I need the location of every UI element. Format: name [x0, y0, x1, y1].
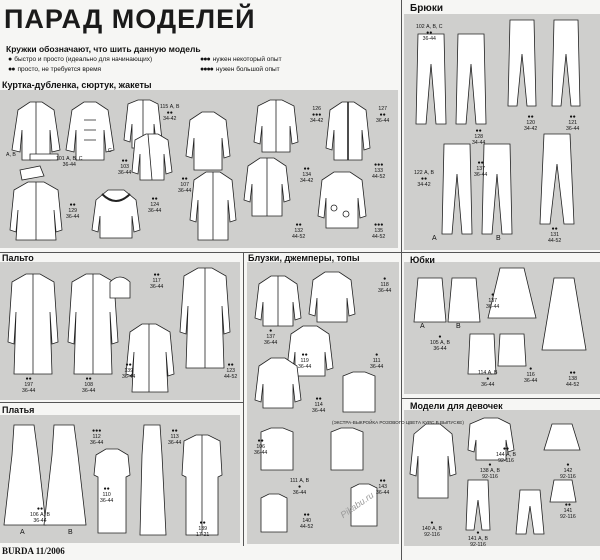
jackets-sketches [9, 99, 371, 241]
model-label: В [496, 235, 501, 242]
row-divider [401, 398, 600, 399]
model-label: ●● 117 36-44 [150, 272, 164, 290]
model-label: ●● 124 36-44 [148, 196, 162, 214]
dresses-sketches [3, 424, 223, 536]
model-label: ●● 129 36-44 [66, 202, 80, 220]
model-label: ●● 114 36-44 [312, 396, 326, 414]
skirts-sketches [413, 267, 587, 375]
blouses-sketches [254, 271, 378, 533]
section-title-dresses: Платья [2, 405, 35, 415]
model-label: ●● 113 36-44 [168, 428, 182, 446]
difficulty-dots-icon: ●● [8, 66, 16, 73]
legend-item-2: ●● просто, не требуется время [8, 66, 101, 73]
model-label: ●● 139 17-21 [196, 520, 210, 538]
model-label: ● 138 А, В 92-116 [480, 462, 500, 480]
legend-item-1: ● быстро и просто (идеально для начинающ… [8, 56, 152, 63]
model-label: ●● 128 34-44 [472, 128, 486, 146]
trousers-sketches [415, 19, 581, 235]
model-label: В [456, 323, 461, 330]
model-label: ● 141 А, В 92-116 [468, 530, 488, 548]
coats-sketches [7, 267, 231, 393]
difficulty-dots-icon: ●●●● [200, 66, 214, 73]
row-divider [0, 252, 401, 253]
model-label: А, В [6, 152, 16, 158]
model-label: ●● 138 44-52 [566, 370, 580, 388]
model-label: ● 111 36-44 [370, 352, 384, 370]
model-label: ●● 141 92-116 [560, 502, 576, 520]
model-label: ● 142 92-116 [560, 462, 576, 480]
model-label: В [68, 529, 73, 536]
model-label: 102 А, В, С ●● 36-44 [416, 24, 443, 42]
page-title: ПАРАД МОДЕЛЕЙ [4, 4, 256, 34]
difficulty-dots-icon: ● [8, 56, 12, 63]
legend-text: быстро и просто (идеально для начинающих… [14, 56, 153, 63]
pattern-note: (ЭКСТРА-ВЫКРОЙКА РОЗОВОГО ЦВЕТА КУРС В В… [332, 420, 464, 425]
model-label: ●● 107 36-44 [178, 176, 192, 194]
girls-sketches [409, 417, 581, 535]
model-label: ● 137 36-44 [486, 292, 500, 310]
model-label: ●● 106 А, В 36-44 [30, 506, 50, 524]
column-divider [401, 0, 402, 560]
model-label: ● 118 36-44 [378, 276, 392, 294]
legend-item-4: ●●●● нужен большой опыт [200, 66, 280, 73]
legend-heading: Кружки обозначают, что шить данную модел… [6, 44, 201, 54]
model-label: ●● 139 36-44 [122, 362, 136, 380]
model-label: ●● 120 34-42 [524, 114, 538, 132]
model-label: А [432, 235, 437, 242]
model-label: ●● 143 36-44 [376, 478, 390, 496]
section-title-girls: Модели для девочек [410, 401, 503, 411]
model-label: ●● 144 А, В 92-116 [496, 446, 516, 464]
model-label: ● 137 36-44 [264, 328, 278, 346]
model-label: 122 А, В ●● 34-42 [414, 170, 434, 188]
model-label: ● 140 А, В 92-116 [422, 520, 442, 538]
section-title-skirts: Юбки [410, 255, 435, 265]
model-label: 115 А, В ●● 34-42 [160, 104, 180, 122]
model-label: 114 А, В ● 36-44 [478, 370, 498, 388]
section-title-trousers: Брюки [410, 3, 443, 14]
section-title-coats: Пальто [2, 253, 34, 263]
model-label: ●● 119 36-44 [298, 352, 312, 370]
model-label: А [20, 529, 25, 536]
model-label: ●●● 135 44-52 [372, 222, 386, 240]
row-divider [0, 402, 243, 403]
section-title-blouses: Блузки, джемперы, топы [248, 253, 360, 263]
legend-text: нужен большой опыт [215, 66, 280, 73]
model-label: С [108, 148, 112, 154]
model-label: 101 А, В, С 36-44 [56, 156, 83, 168]
legend-item-3: ●●● нужен некоторый опыт [200, 56, 282, 63]
legend-text: нужен некоторый опыт [212, 56, 282, 63]
difficulty-dots-icon: ●●● [200, 56, 211, 63]
model-label: ●● 137 36-44 [474, 160, 488, 178]
model-label: ●● 131 44-52 [548, 226, 562, 244]
model-label: 111 А, В ● 36-44 [290, 478, 310, 496]
model-label: ●● 134 34-42 [300, 166, 314, 184]
column-divider [243, 252, 244, 546]
model-label: ●● 121 36-44 [566, 114, 580, 132]
model-label: ● 116 36-44 [524, 366, 538, 384]
model-label: ●● 103 36-44 [118, 158, 132, 176]
model-label: ●●● 133 44-52 [372, 162, 386, 180]
model-label: 127 ●● 36-44 [376, 106, 390, 124]
legend-text: просто, не требуется время [17, 66, 102, 73]
model-label: 126 ●●● 34-42 [310, 106, 324, 124]
model-label: ●● 110 36-44 [100, 486, 114, 504]
model-label: ●● 197 36-44 [22, 376, 36, 394]
model-label: ●● 123 44-52 [224, 362, 238, 380]
model-label: А [420, 323, 425, 330]
magazine-footer: BURDA 11/2006 [2, 546, 65, 556]
model-label: ●●● 112 36-44 [90, 428, 104, 446]
model-label: ●● 108 36-44 [82, 376, 96, 394]
model-label: ● 105 А, В 36-44 [430, 334, 450, 352]
model-label: ●● 106 36-44 [254, 438, 268, 456]
section-title-jackets: Куртка-дубленка, сюртук, жакеты [2, 80, 152, 90]
model-label: ●● 140 44-52 [300, 512, 314, 530]
row-divider [401, 252, 600, 253]
model-label: ●● 132 44-52 [292, 222, 306, 240]
